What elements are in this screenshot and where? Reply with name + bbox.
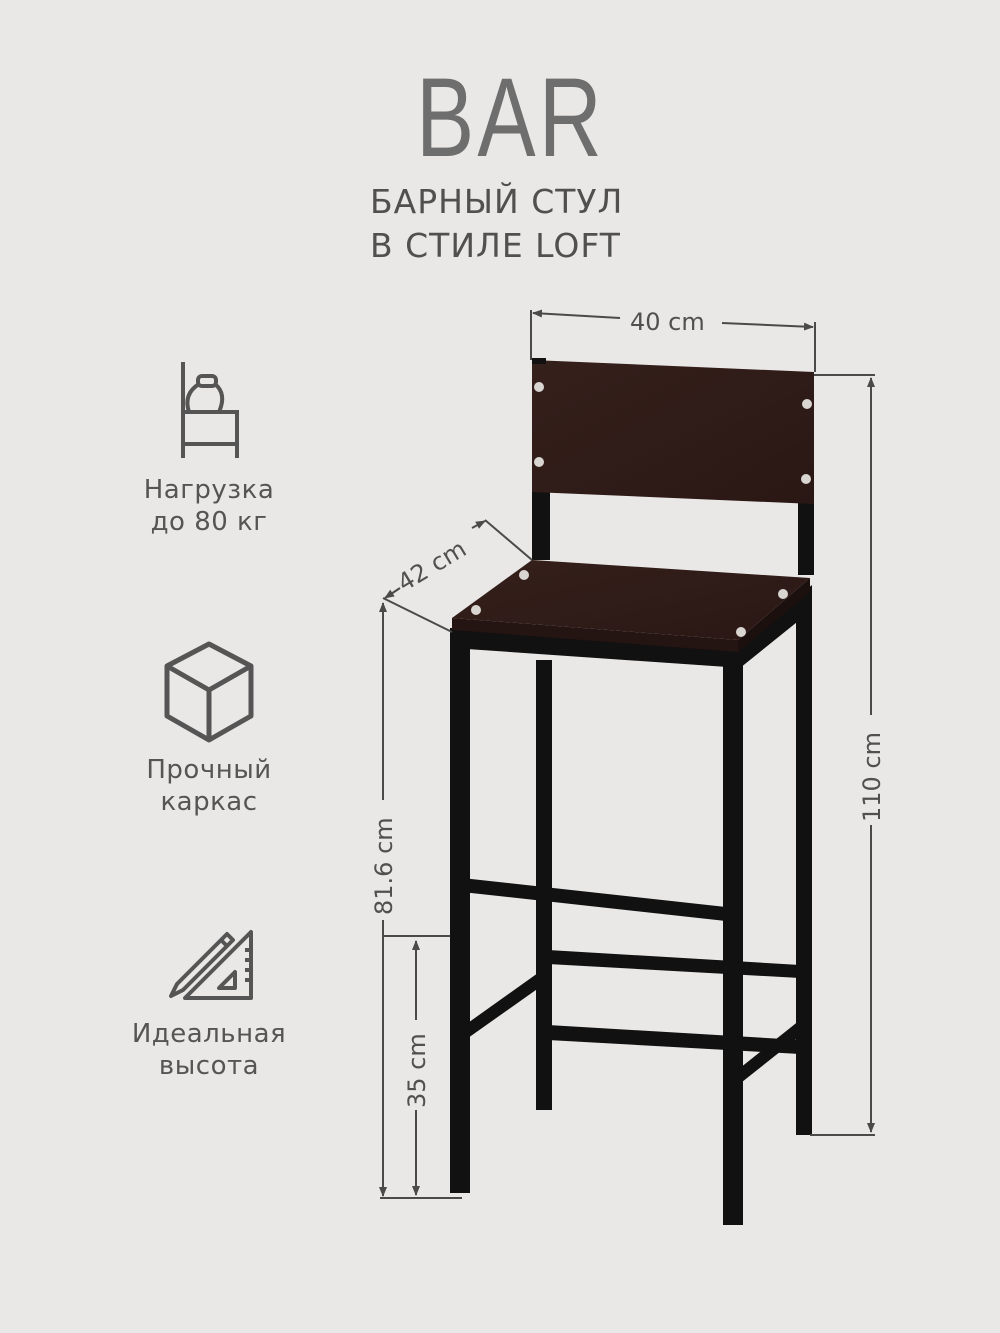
- dimension-total-height-label: 110 cm: [858, 732, 886, 822]
- dimension-footrest-height: [383, 935, 450, 1196]
- dimension-depth-label: 42 cm: [393, 535, 471, 597]
- feature-frame-line-1: Прочный: [146, 755, 272, 785]
- product-title: BAR: [416, 55, 605, 180]
- kettlebell-on-stool-icon: [181, 362, 239, 458]
- pencil-ruler-triangle-icon: [169, 930, 253, 1000]
- product-subtitle: БАРНЫЙ СТУЛ В СТИЛЕ LOFT: [370, 180, 623, 268]
- chair-frame: [450, 430, 814, 1225]
- chair-backrest: [532, 360, 814, 504]
- dimension-depth: [382, 519, 533, 633]
- dimension-width-label: 40 cm: [630, 308, 705, 336]
- dimension-total-height: [810, 374, 875, 1136]
- feature-frame-line-2: каркас: [160, 787, 258, 817]
- dimension-seat-height: [379, 602, 462, 1199]
- backrest-bolts: [534, 382, 812, 484]
- feature-height: Идеальная высота: [109, 928, 309, 1082]
- feature-load-line-2: до 80 кг: [150, 507, 268, 537]
- seat-bolts: [471, 570, 788, 637]
- feature-height-line-2: высота: [158, 1051, 260, 1081]
- feature-frame: Прочный каркас: [109, 640, 309, 818]
- dimension-footrest-height-label: 35 cm: [403, 1033, 431, 1108]
- dimension-seat-height-label: 81.6 cm: [370, 817, 398, 915]
- subtitle-line-2: В СТИЛЕ LOFT: [370, 226, 621, 265]
- subtitle-line-1: БАРНЫЙ СТУЛ: [370, 182, 624, 221]
- cube-icon: [164, 641, 254, 743]
- feature-height-line-1: Идеальная: [131, 1019, 287, 1049]
- feature-load: Нагрузка до 80 кг: [109, 358, 309, 538]
- chair-seat: [452, 560, 810, 640]
- feature-load-line-1: Нагрузка: [143, 475, 275, 505]
- dimension-width: [530, 309, 816, 372]
